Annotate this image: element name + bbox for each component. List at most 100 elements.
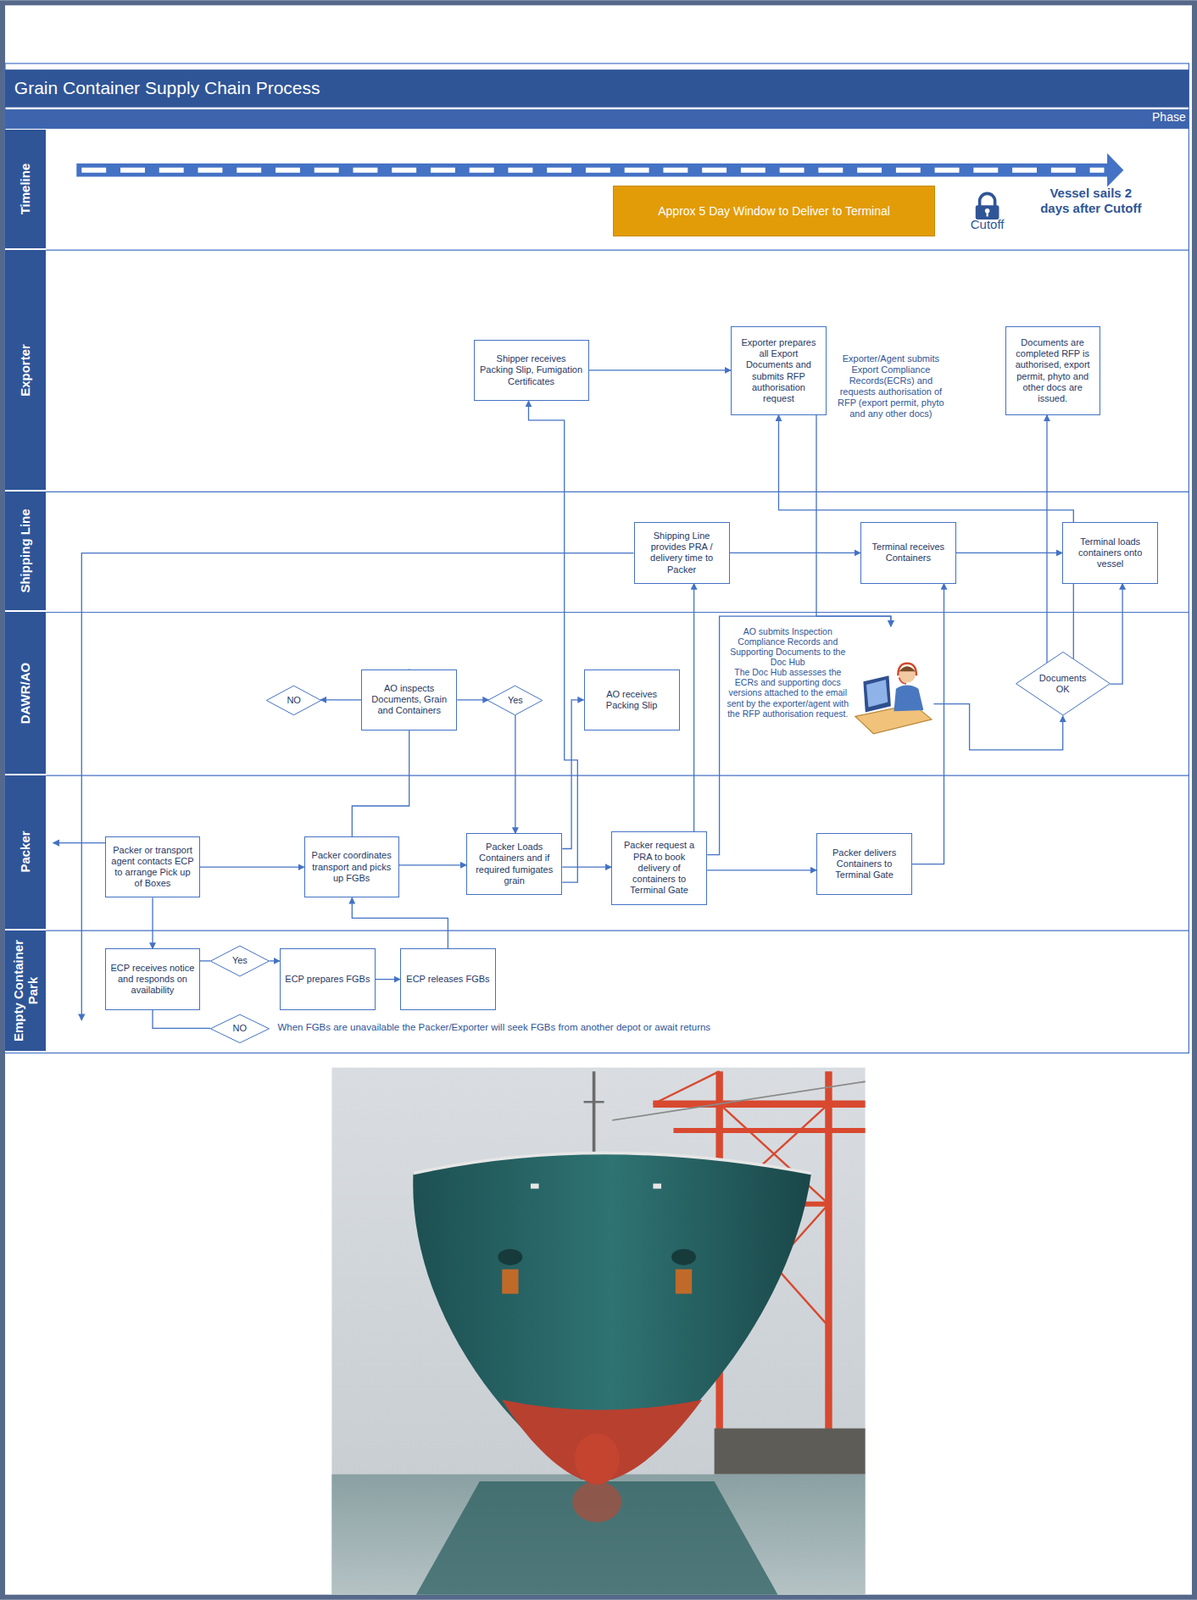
water xyxy=(331,1475,866,1596)
note-label: Cutoff xyxy=(959,217,1016,233)
decision-diamond: NO xyxy=(210,1014,270,1044)
doc-hub-note: AO submits Inspection Compliance Records… xyxy=(723,626,934,749)
process-box: Packer or transport agent contacts ECP t… xyxy=(105,836,201,898)
connector xyxy=(956,552,1063,554)
connector xyxy=(528,400,579,883)
box-text: Terminal receives Containers xyxy=(865,541,952,564)
note-label: Phase xyxy=(1112,110,1186,125)
lock-shackle xyxy=(979,193,996,206)
crane-stay xyxy=(652,1071,719,1105)
diamond-text: NO xyxy=(233,1023,248,1035)
lane-label: Exporter xyxy=(18,254,34,486)
box-text: Shipping Line provides PRA / delivery ti… xyxy=(639,530,725,576)
diamond-shape xyxy=(1015,652,1110,717)
swimlane-band: Shipping Line Shipping Line provides PRA … xyxy=(5,491,1189,613)
connector xyxy=(456,699,489,701)
ship-photo xyxy=(331,1067,866,1595)
ship-hull xyxy=(412,1152,812,1480)
decision-diamond: Yes xyxy=(487,685,543,716)
timeline-dashes xyxy=(81,167,1104,173)
deck-fitting xyxy=(652,1184,662,1190)
timeline-arrowhead xyxy=(1107,153,1124,188)
process-box: ECP releases FGBs xyxy=(400,948,496,1010)
box-text: AO inspects Documents, Grain and Contain… xyxy=(366,683,452,718)
mast xyxy=(592,1071,596,1164)
box-text: Packer coordinates transport and picks u… xyxy=(309,850,395,885)
process-box: Packer delivers Containers to Terminal G… xyxy=(816,833,913,895)
quay xyxy=(714,1429,866,1476)
diamond-text: Documents OK xyxy=(1033,673,1092,696)
title-bar xyxy=(5,69,1189,108)
diamond-text: Yes xyxy=(507,695,524,707)
note-label: When FGBs are unavailable the Packer/Exp… xyxy=(277,1022,849,1035)
lane-separators xyxy=(45,250,1189,931)
box-text: ECP prepares FGBs xyxy=(284,974,370,986)
connector xyxy=(912,584,944,865)
box-text: Packer or transport agent contacts ECP t… xyxy=(110,845,195,891)
connector xyxy=(729,552,861,554)
monitor-screen xyxy=(866,679,888,708)
diamond-shape xyxy=(210,1014,269,1043)
connector xyxy=(152,1010,211,1030)
connector xyxy=(779,415,1075,660)
note-label: Vessel sails 2 days after Cutoff xyxy=(1040,185,1142,217)
connector xyxy=(562,867,612,869)
process-box: AO receives Packing Slip xyxy=(584,669,680,731)
lane-header: Exporter xyxy=(5,250,46,492)
decision-diamond: Yes xyxy=(210,946,270,977)
connector xyxy=(589,369,731,371)
anchor xyxy=(675,1269,692,1295)
hawse-hole xyxy=(497,1249,523,1266)
note-label: Exporter/Agent submits Export Compliance… xyxy=(836,353,946,421)
swimlane-band: Exporter Shipper receives Packing Slip, F… xyxy=(5,250,1189,492)
operator-head xyxy=(899,666,916,683)
phase-bar xyxy=(5,109,1189,129)
lane-header: Timeline xyxy=(5,129,46,251)
doc-hub-text: AO submits Inspection Compliance Records… xyxy=(723,626,852,668)
decision-diamond: NO xyxy=(266,685,322,716)
process-box: Packer Loads Containers and if required … xyxy=(466,833,563,895)
swimlane-band: TimelineApprox 5 Day Window to Deliver t… xyxy=(5,129,1189,251)
connector xyxy=(200,960,211,962)
crane-boom xyxy=(673,1128,865,1134)
connector xyxy=(399,864,467,866)
connector xyxy=(200,867,305,869)
lane-header: Shipping Line xyxy=(5,491,46,613)
process-box: Packer coordinates transport and picks u… xyxy=(304,836,400,898)
connector xyxy=(1046,415,1047,663)
connector xyxy=(375,979,401,980)
lane-label: Timeline xyxy=(18,133,34,245)
hawse-hole xyxy=(671,1249,696,1266)
connector xyxy=(514,715,516,835)
crane-cable xyxy=(612,1081,866,1121)
hull-reflection xyxy=(413,1481,781,1596)
diamond-shape xyxy=(210,946,269,977)
connector xyxy=(693,584,695,833)
mast-yard xyxy=(584,1101,605,1103)
process-box: Shipper receives Packing Slip, Fumigatio… xyxy=(473,339,590,401)
process-box: Documents are completed RFP is authorise… xyxy=(1005,326,1101,416)
diamond-shape xyxy=(488,685,543,716)
lane-line xyxy=(45,775,1189,777)
connector xyxy=(933,704,1063,751)
doc-hub-text: The Doc Hub assesses the ECRs and suppor… xyxy=(723,667,852,719)
anchor xyxy=(501,1269,518,1295)
process-box: ECP prepares FGBs xyxy=(279,948,376,1010)
lane-label: Shipping Line xyxy=(18,495,34,607)
headset xyxy=(897,663,917,676)
operator-body xyxy=(893,685,924,713)
box-text: Documents are completed RFP is authorise… xyxy=(1010,337,1096,405)
lane-line xyxy=(45,250,1189,251)
swimlane-band: Packer Packer or transport agent contacts… xyxy=(5,775,1189,931)
connector xyxy=(707,616,891,856)
bulbous-bow xyxy=(574,1434,620,1486)
process-box: Terminal loads containers onto vessel xyxy=(1062,522,1159,584)
lane-line xyxy=(45,929,1189,931)
connector xyxy=(151,897,153,949)
lane-label: Packer xyxy=(18,779,34,925)
box-text: ECP releases FGBs xyxy=(406,974,490,986)
box-text: Packer request a PRA to book delivery of… xyxy=(616,840,702,897)
